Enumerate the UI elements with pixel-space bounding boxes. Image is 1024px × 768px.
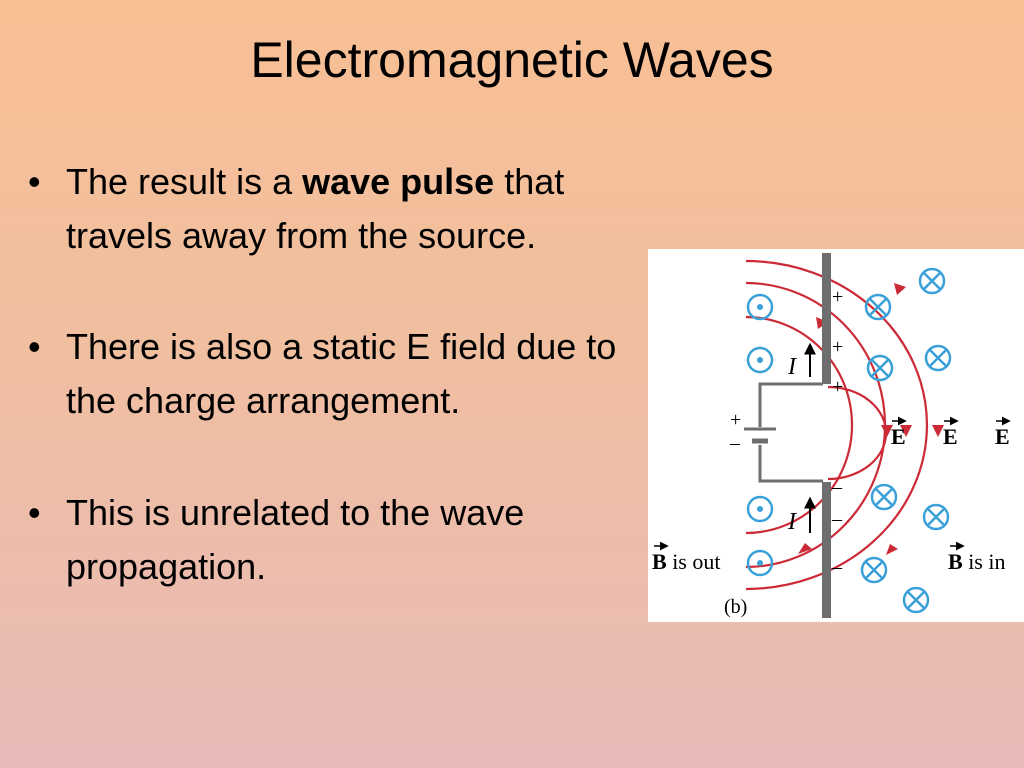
b-in-symbol (864, 293, 892, 321)
b-in-symbol (902, 586, 930, 614)
b-in-symbol (860, 556, 888, 584)
charge-minus: – (831, 476, 843, 498)
figure-label: (b) (724, 596, 747, 618)
b-out-symbol (746, 549, 774, 577)
bullet-list: The result is a wave pulse that travels … (24, 155, 644, 594)
e-field-label: E (943, 416, 959, 449)
antenna-lower-rod (822, 482, 831, 618)
arrowhead (881, 425, 893, 437)
field-line-middle (745, 281, 887, 569)
bullet-item-static-field: There is also a static E field due to th… (24, 320, 644, 428)
antenna-upper-rod (822, 253, 831, 384)
battery-plus: + (730, 409, 741, 431)
slide-title: Electromagnetic Waves (250, 32, 774, 88)
bullet-text-part: that travels away from the source. (66, 161, 565, 256)
bullet-bold-term: wave pulse (302, 161, 495, 202)
arrowhead (932, 425, 944, 437)
b-in-symbol (922, 503, 950, 531)
b-in-symbol (924, 344, 952, 372)
b-in-symbol (866, 354, 894, 382)
field-line-core (827, 385, 888, 481)
svg-text:B is in: B is in (948, 549, 1005, 574)
circuit-wire (758, 382, 823, 483)
b-out-symbol (746, 346, 774, 374)
svg-text:E: E (891, 424, 906, 449)
bullet-text-part: The result is a (66, 161, 303, 202)
current-label: I (787, 509, 797, 535)
svg-text:B is out: B is out (652, 549, 720, 574)
arrowhead (900, 425, 912, 437)
bullet-item-unrelated: This is unrelated to the wave propagatio… (24, 486, 644, 594)
b-in-symbol (918, 267, 946, 295)
bullet-item-wave-pulse: The result is a wave pulse that travels … (24, 155, 644, 263)
charge-plus: + (832, 336, 843, 358)
b-out-label: B is out (652, 541, 720, 574)
b-out-symbol (746, 293, 774, 321)
em-field-figure: + – + + + – – – I I (648, 249, 1024, 622)
charge-minus: – (831, 556, 843, 578)
arrowhead (894, 283, 906, 295)
b-in-label: B is in (948, 541, 1005, 574)
b-out-symbol (746, 495, 774, 523)
arrowhead (798, 543, 812, 554)
svg-text:E: E (943, 424, 958, 449)
b-in-symbol (870, 483, 898, 511)
svg-text:E: E (995, 424, 1010, 449)
battery-minus: – (729, 432, 741, 454)
charge-minus: – (831, 508, 843, 530)
charge-plus: + (832, 376, 843, 398)
e-field-label: E (995, 416, 1011, 449)
field-line-inner (745, 315, 854, 535)
e-field-label: E (891, 416, 907, 449)
arrowhead (886, 544, 898, 555)
charge-plus: + (832, 286, 843, 308)
em-field-diagram: + – + + + – – – I I (652, 253, 1011, 618)
current-label: I (787, 354, 797, 380)
